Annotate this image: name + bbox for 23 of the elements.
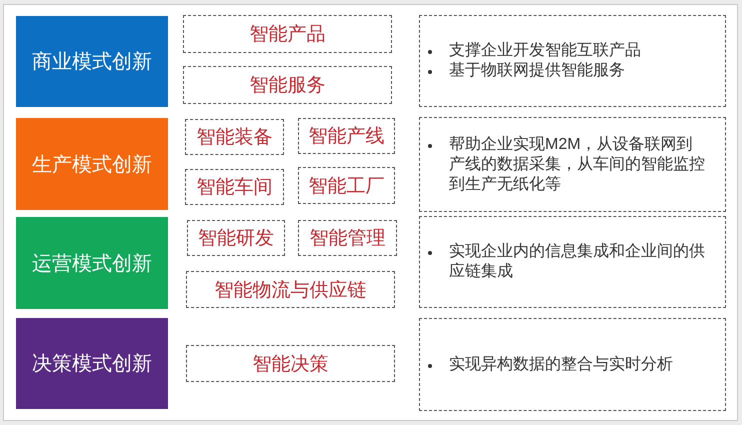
description-box	[419, 117, 726, 212]
bullet-text: 实现异构数据的整合与实时分析	[449, 354, 673, 374]
feature-box: 智能产品	[183, 15, 392, 53]
feature-box: 智能管理	[298, 220, 397, 256]
feature-box: 智能工厂	[298, 167, 395, 204]
feature-box: 智能服务	[183, 66, 392, 104]
feature-box: 智能车间	[185, 169, 284, 205]
description-box	[419, 318, 726, 411]
category-box: 生产模式创新	[16, 118, 168, 210]
category-box: 决策模式创新	[16, 318, 168, 409]
description-box	[419, 216, 726, 308]
description-box	[419, 15, 726, 107]
category-box: 运营模式创新	[16, 217, 168, 309]
feature-box: 智能装备	[185, 119, 284, 155]
bullet-text: 支撑企业开发智能互联产品	[449, 41, 641, 61]
bullet-text: 实现企业内的信息集成和企业间的供应链集成	[449, 242, 706, 282]
feature-box: 智能产线	[298, 118, 395, 154]
bullet-text: 基于物联网提供智能服务	[449, 61, 625, 81]
feature-box: 智能物流与供应链	[186, 271, 395, 308]
feature-box: 智能研发	[187, 220, 285, 256]
bullet-text: 帮助企业实现M2M，从设备联网到产线的数据采集，从车间的智能监控到生产无纸化等	[449, 134, 706, 194]
feature-box: 智能决策	[186, 345, 395, 382]
category-box: 商业模式创新	[16, 16, 168, 107]
